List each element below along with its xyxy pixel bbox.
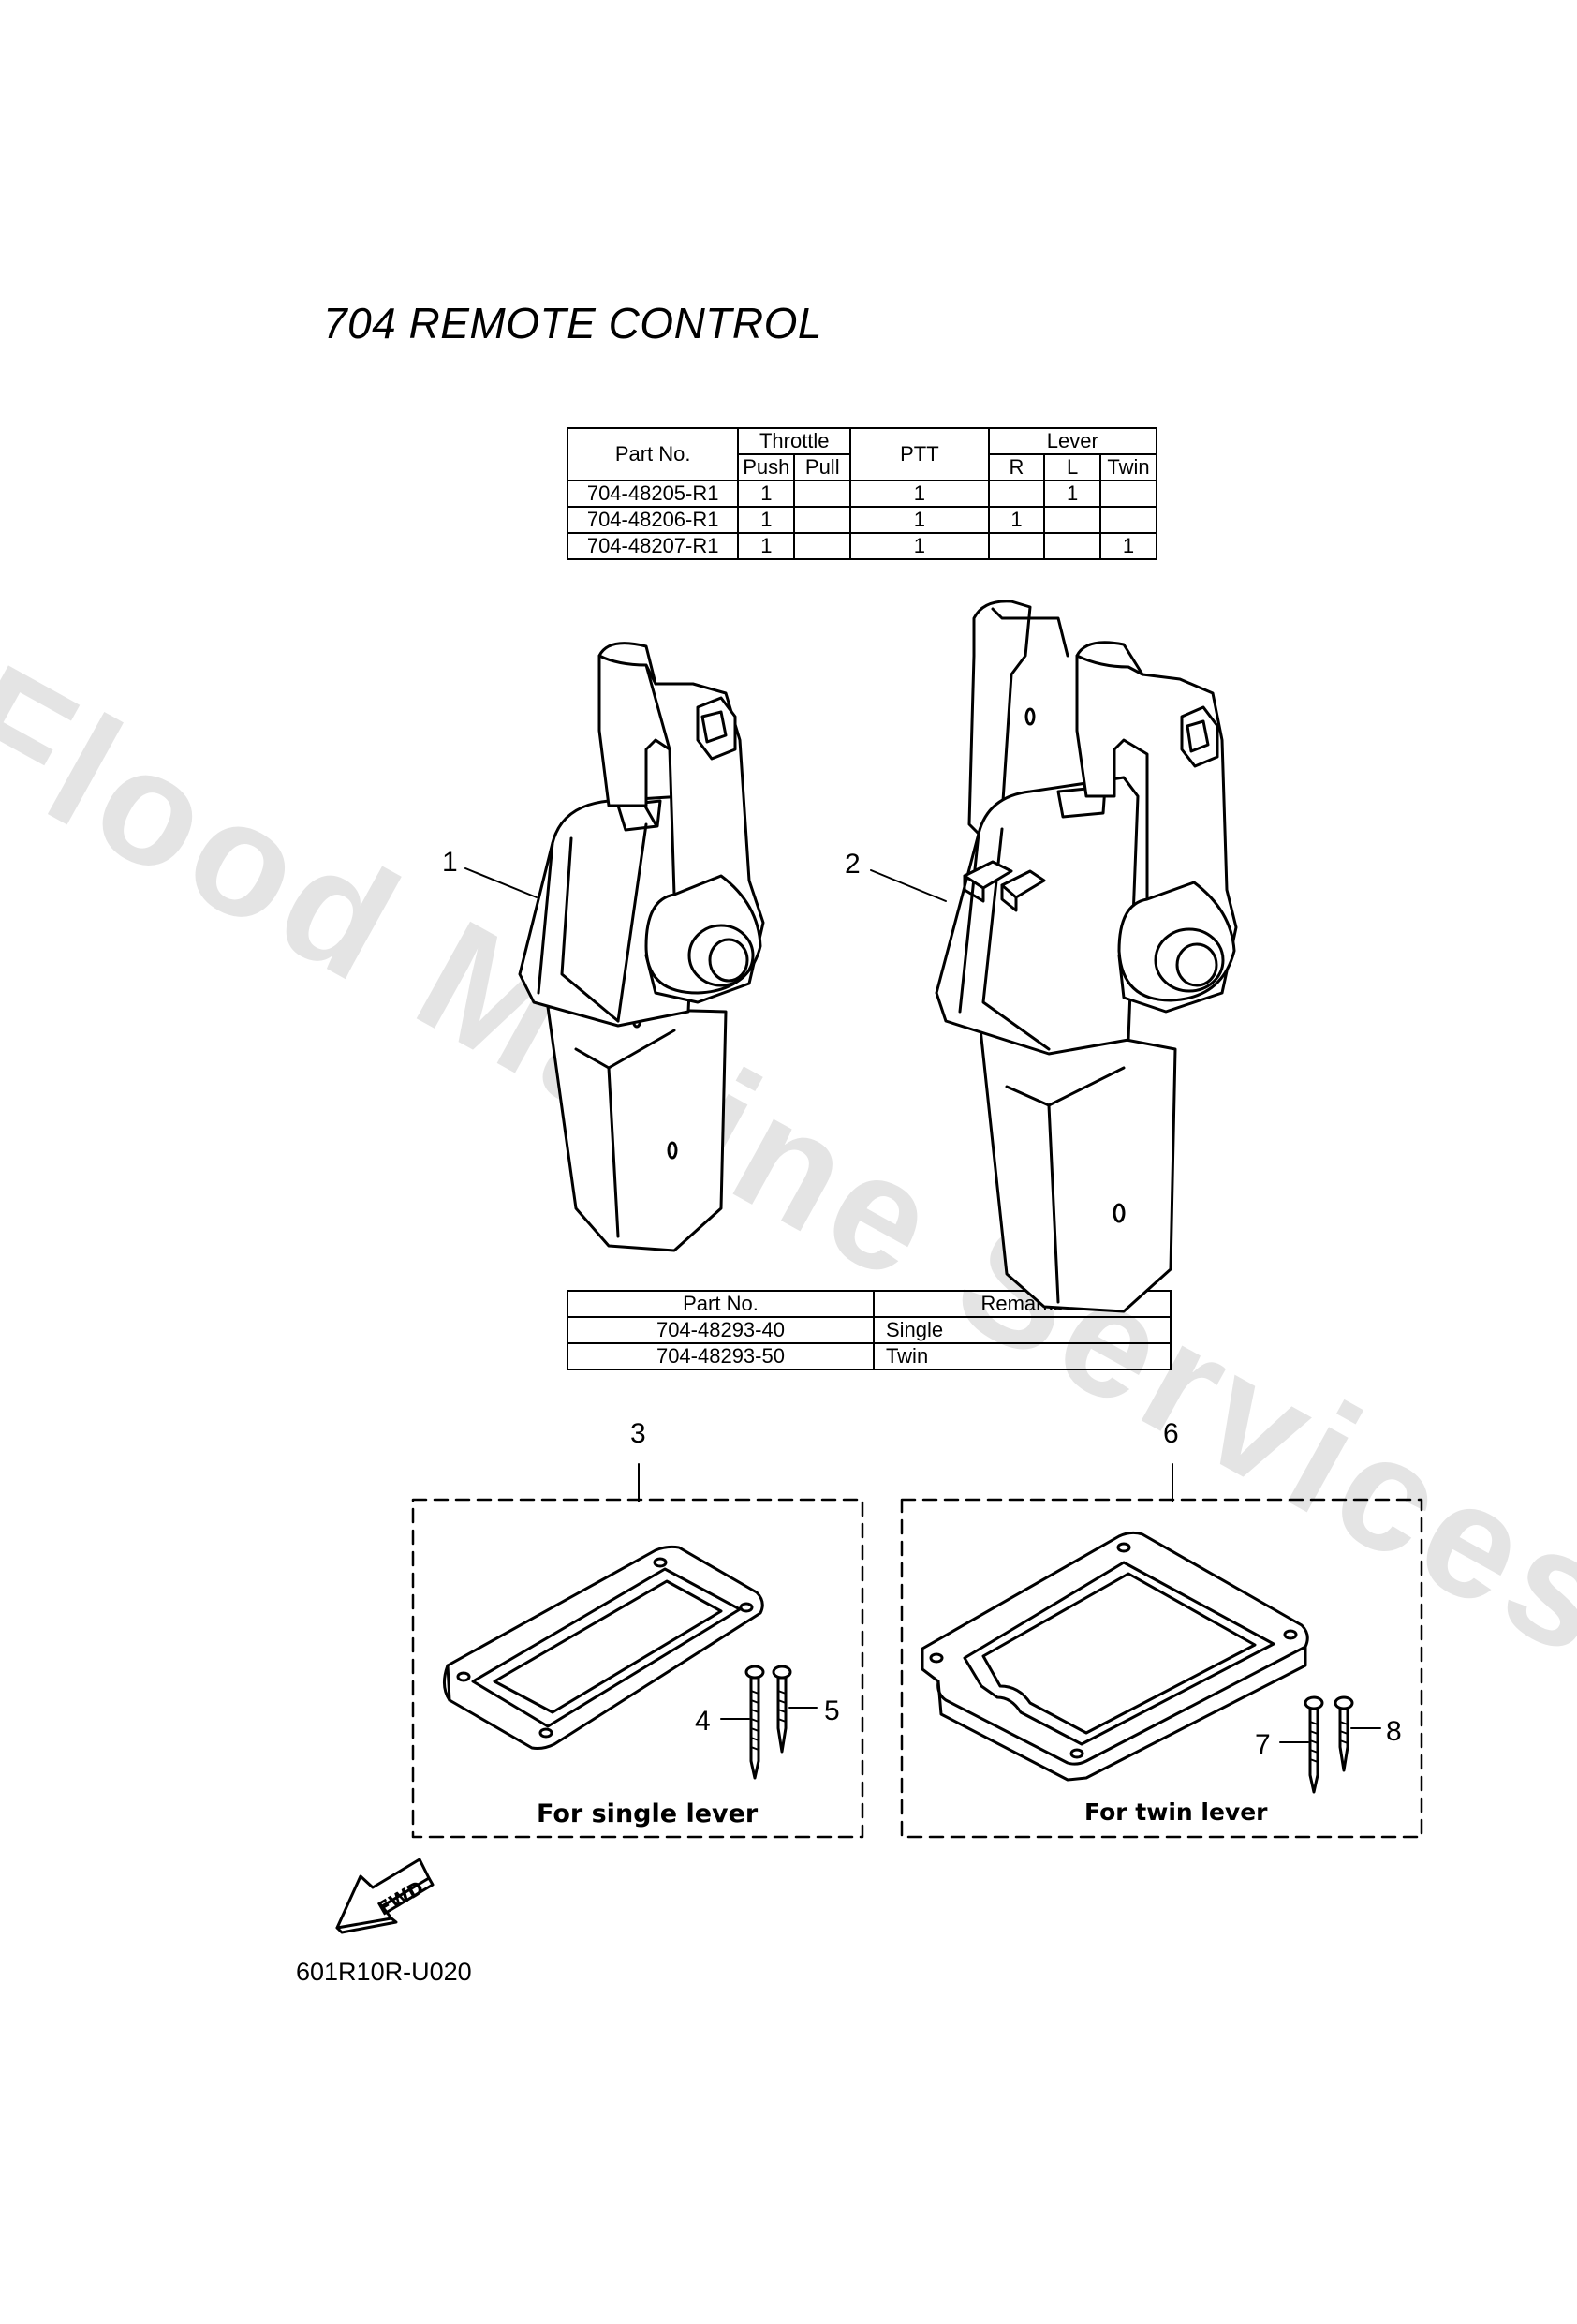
callout-3: 3 — [630, 1418, 646, 1449]
cell-pull — [793, 506, 852, 534]
cell-push: 1 — [737, 506, 796, 534]
single-lever-gasket — [443, 1545, 764, 1750]
cell-l: 1 — [1043, 480, 1102, 508]
cell-l — [1043, 532, 1102, 560]
table-row: 704-48205-R1 1 1 1 — [566, 480, 1157, 508]
caption-single-lever: For single lever — [537, 1799, 759, 1828]
twin-lever-kit-box — [900, 1498, 1423, 1839]
cell-twin — [1099, 506, 1157, 534]
callout-5: 5 — [824, 1695, 840, 1726]
cell-ptt: 1 — [849, 532, 990, 560]
page-title: 704 REMOTE CONTROL — [323, 299, 822, 348]
header-ptt: PTT — [849, 427, 990, 481]
screw-8 — [1334, 1695, 1354, 1772]
screw-4 — [744, 1665, 765, 1780]
table-row: 704-48293-50 Twin — [567, 1342, 1172, 1370]
cell-remarks: Single — [872, 1316, 1172, 1344]
header-part-no: Part No. — [567, 1290, 875, 1318]
header-part-no: Part No. — [566, 427, 740, 481]
callout-leader — [870, 869, 947, 902]
single-lever-remote-control — [518, 642, 765, 1252]
twin-lever-gasket — [921, 1531, 1309, 1782]
header-throttle: Throttle — [737, 427, 852, 455]
table-subheader-row: Push Pull R L Twin — [567, 453, 1157, 481]
callout-6: 6 — [1163, 1418, 1179, 1449]
cell-push: 1 — [737, 532, 796, 560]
header-r: R — [987, 453, 1046, 481]
header-lever: Lever — [987, 427, 1158, 455]
table-row: 704-48207-R1 1 1 1 — [566, 532, 1157, 560]
cell-push: 1 — [737, 480, 796, 508]
cell-part-no: 704-48293-40 — [567, 1316, 875, 1344]
cell-twin — [1099, 480, 1157, 508]
header-push: Push — [737, 453, 796, 481]
cell-remarks: Twin — [872, 1342, 1172, 1370]
cell-l — [1043, 506, 1102, 534]
table-header-row: Part No. Throttle PTT Lever — [566, 427, 1158, 481]
cell-ptt: 1 — [849, 480, 990, 508]
callout-8: 8 — [1386, 1716, 1402, 1747]
callout-leader — [464, 867, 538, 898]
cell-r — [987, 532, 1046, 560]
callout-1: 1 — [442, 847, 458, 878]
table-row: 704-48206-R1 1 1 1 — [566, 506, 1157, 534]
callout-7: 7 — [1255, 1729, 1271, 1760]
header-twin: Twin — [1099, 453, 1157, 481]
screw-7 — [1304, 1695, 1324, 1794]
header-pull: Pull — [793, 453, 852, 481]
diagram-code: 601R10R-U020 — [296, 1958, 472, 1986]
remote-control-parts-table: Part No. Throttle PTT Lever Push Pull R … — [566, 427, 1158, 560]
cell-part-no: 704-48293-50 — [567, 1342, 875, 1370]
cell-twin: 1 — [1099, 532, 1157, 560]
callout-4: 4 — [695, 1706, 711, 1737]
twin-lever-remote-control — [935, 600, 1238, 1313]
cell-part-no: 704-48206-R1 — [566, 506, 740, 534]
cell-pull — [793, 532, 852, 560]
cell-r: 1 — [987, 506, 1046, 534]
table-row: 704-48293-40 Single — [567, 1316, 1172, 1344]
cell-r — [987, 480, 1046, 508]
callout-2: 2 — [845, 849, 861, 880]
caption-twin-lever: For twin lever — [1084, 1799, 1268, 1826]
screw-5 — [772, 1665, 792, 1754]
cell-pull — [793, 480, 852, 508]
cell-ptt: 1 — [849, 506, 990, 534]
fwd-arrow-icon — [335, 1858, 435, 1934]
cell-part-no: 704-48207-R1 — [566, 532, 740, 560]
cell-part-no: 704-48205-R1 — [566, 480, 740, 508]
header-l: L — [1043, 453, 1102, 481]
